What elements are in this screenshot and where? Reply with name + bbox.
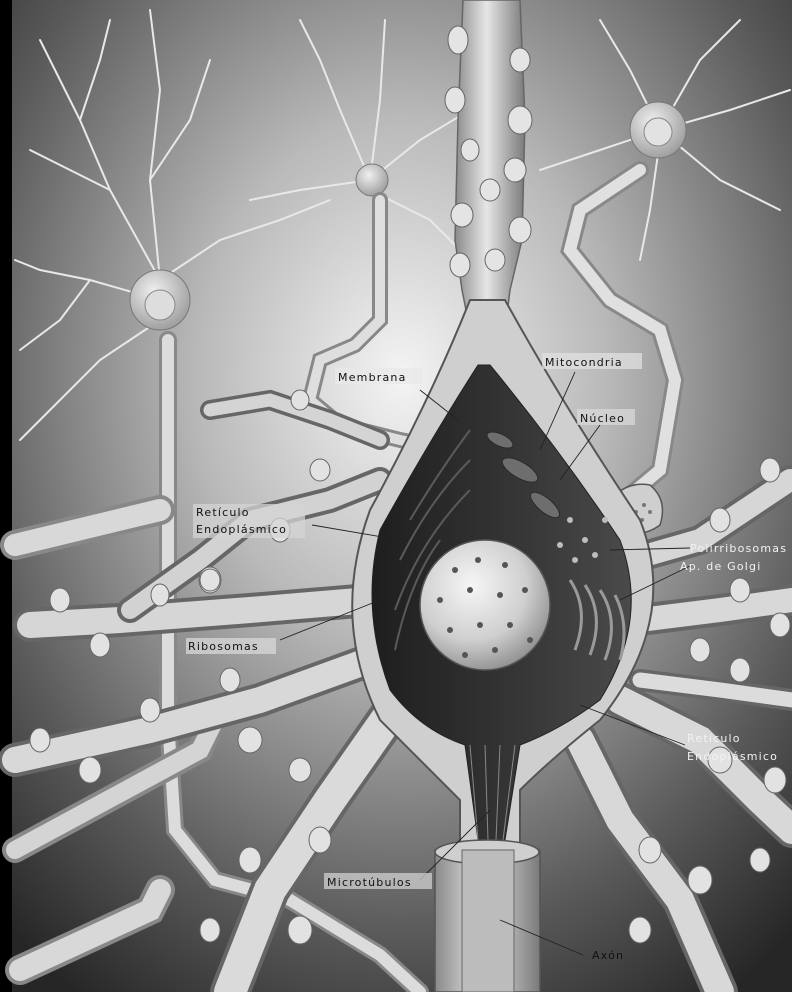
label-microtubulos: Microtúbulos [327, 876, 412, 889]
nucleus [420, 540, 550, 670]
label-reticulo-right-2: Endoplásmico [687, 750, 778, 763]
background-nucleus-right [644, 118, 672, 146]
label-nucleo: Núcleo [580, 412, 625, 425]
label-ribosomas: Ribosomas [188, 640, 259, 653]
label-reticulo-left-2: Endoplásmico [196, 523, 287, 536]
label-reticulo-left-1: Retículo [196, 506, 250, 519]
label-golgi: Ap. de Golgi [680, 560, 762, 573]
label-membrana: Membrana [338, 371, 407, 384]
background-soma-middle [356, 164, 388, 196]
label-polirribosomas: Polirribosomas [690, 542, 787, 555]
main-axon [435, 840, 540, 992]
label-mitocondria: Mitocondria [545, 356, 623, 369]
label-reticulo-right-1: Retículo [687, 732, 741, 745]
background-nucleus-left [145, 290, 175, 320]
label-axon: Axón [592, 949, 624, 962]
